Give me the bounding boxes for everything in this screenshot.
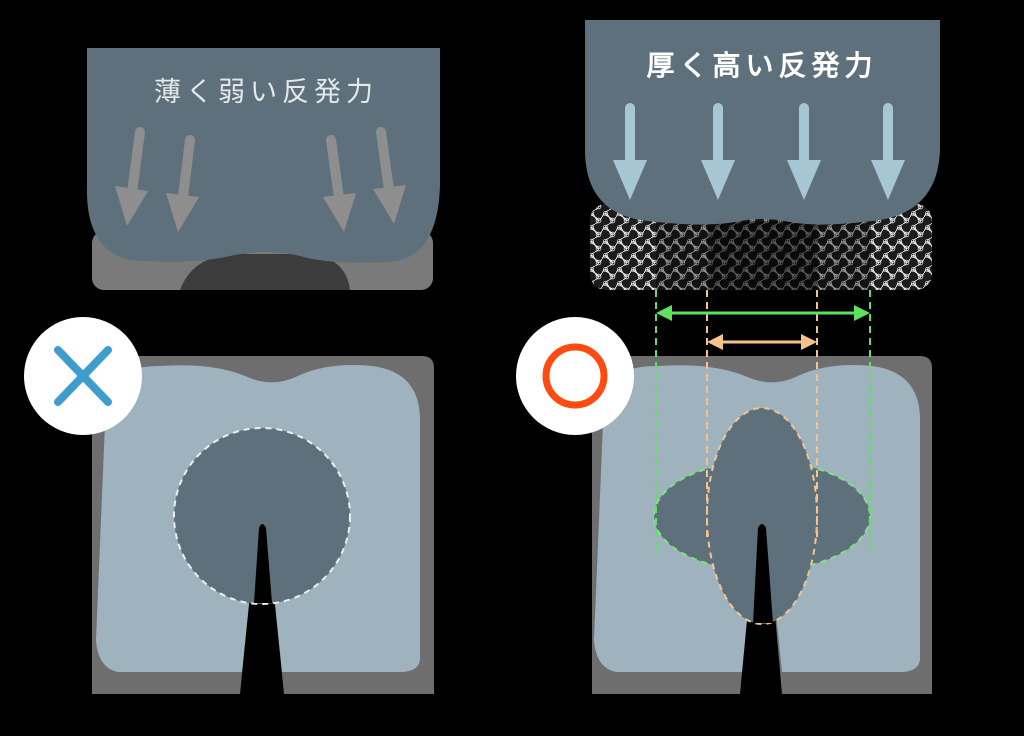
narrow-width-arrow-icon	[707, 334, 817, 350]
down-arrow-icon	[373, 127, 406, 224]
down-arrow-icon	[323, 135, 356, 232]
down-arrow-icon	[166, 135, 199, 232]
verdict-badge-left	[24, 317, 142, 435]
circle-mark-icon	[542, 343, 608, 409]
left-panel	[24, 48, 441, 694]
coccyx-slot	[254, 524, 272, 603]
down-arrow-icon	[613, 103, 647, 200]
down-arrow-icon	[871, 103, 905, 200]
right-panel	[516, 20, 940, 694]
buttocks-right	[585, 20, 940, 225]
verdict-badge-right	[516, 317, 634, 435]
thick-mesh-cushion	[590, 204, 932, 290]
cushion-top-view-right	[592, 356, 932, 694]
cushion-top-view-left	[92, 356, 434, 694]
thin-weak-rebound-label: 薄く弱い反発力	[154, 77, 378, 108]
wide-width-arrow-icon	[656, 305, 870, 321]
cross-mark-icon	[54, 346, 112, 406]
down-arrow-icon	[787, 103, 821, 200]
coccyx-slot	[753, 524, 773, 623]
down-arrow-icon	[701, 103, 735, 200]
pressure-area-circle	[173, 427, 351, 605]
green-guide-lines	[655, 290, 871, 555]
thick-high-rebound-label: 厚く高い反発力	[646, 49, 878, 82]
down-arrow-icon	[115, 127, 148, 226]
orange-guide-lines	[706, 290, 818, 540]
pressure-area-vertical-ellipse	[706, 407, 818, 625]
